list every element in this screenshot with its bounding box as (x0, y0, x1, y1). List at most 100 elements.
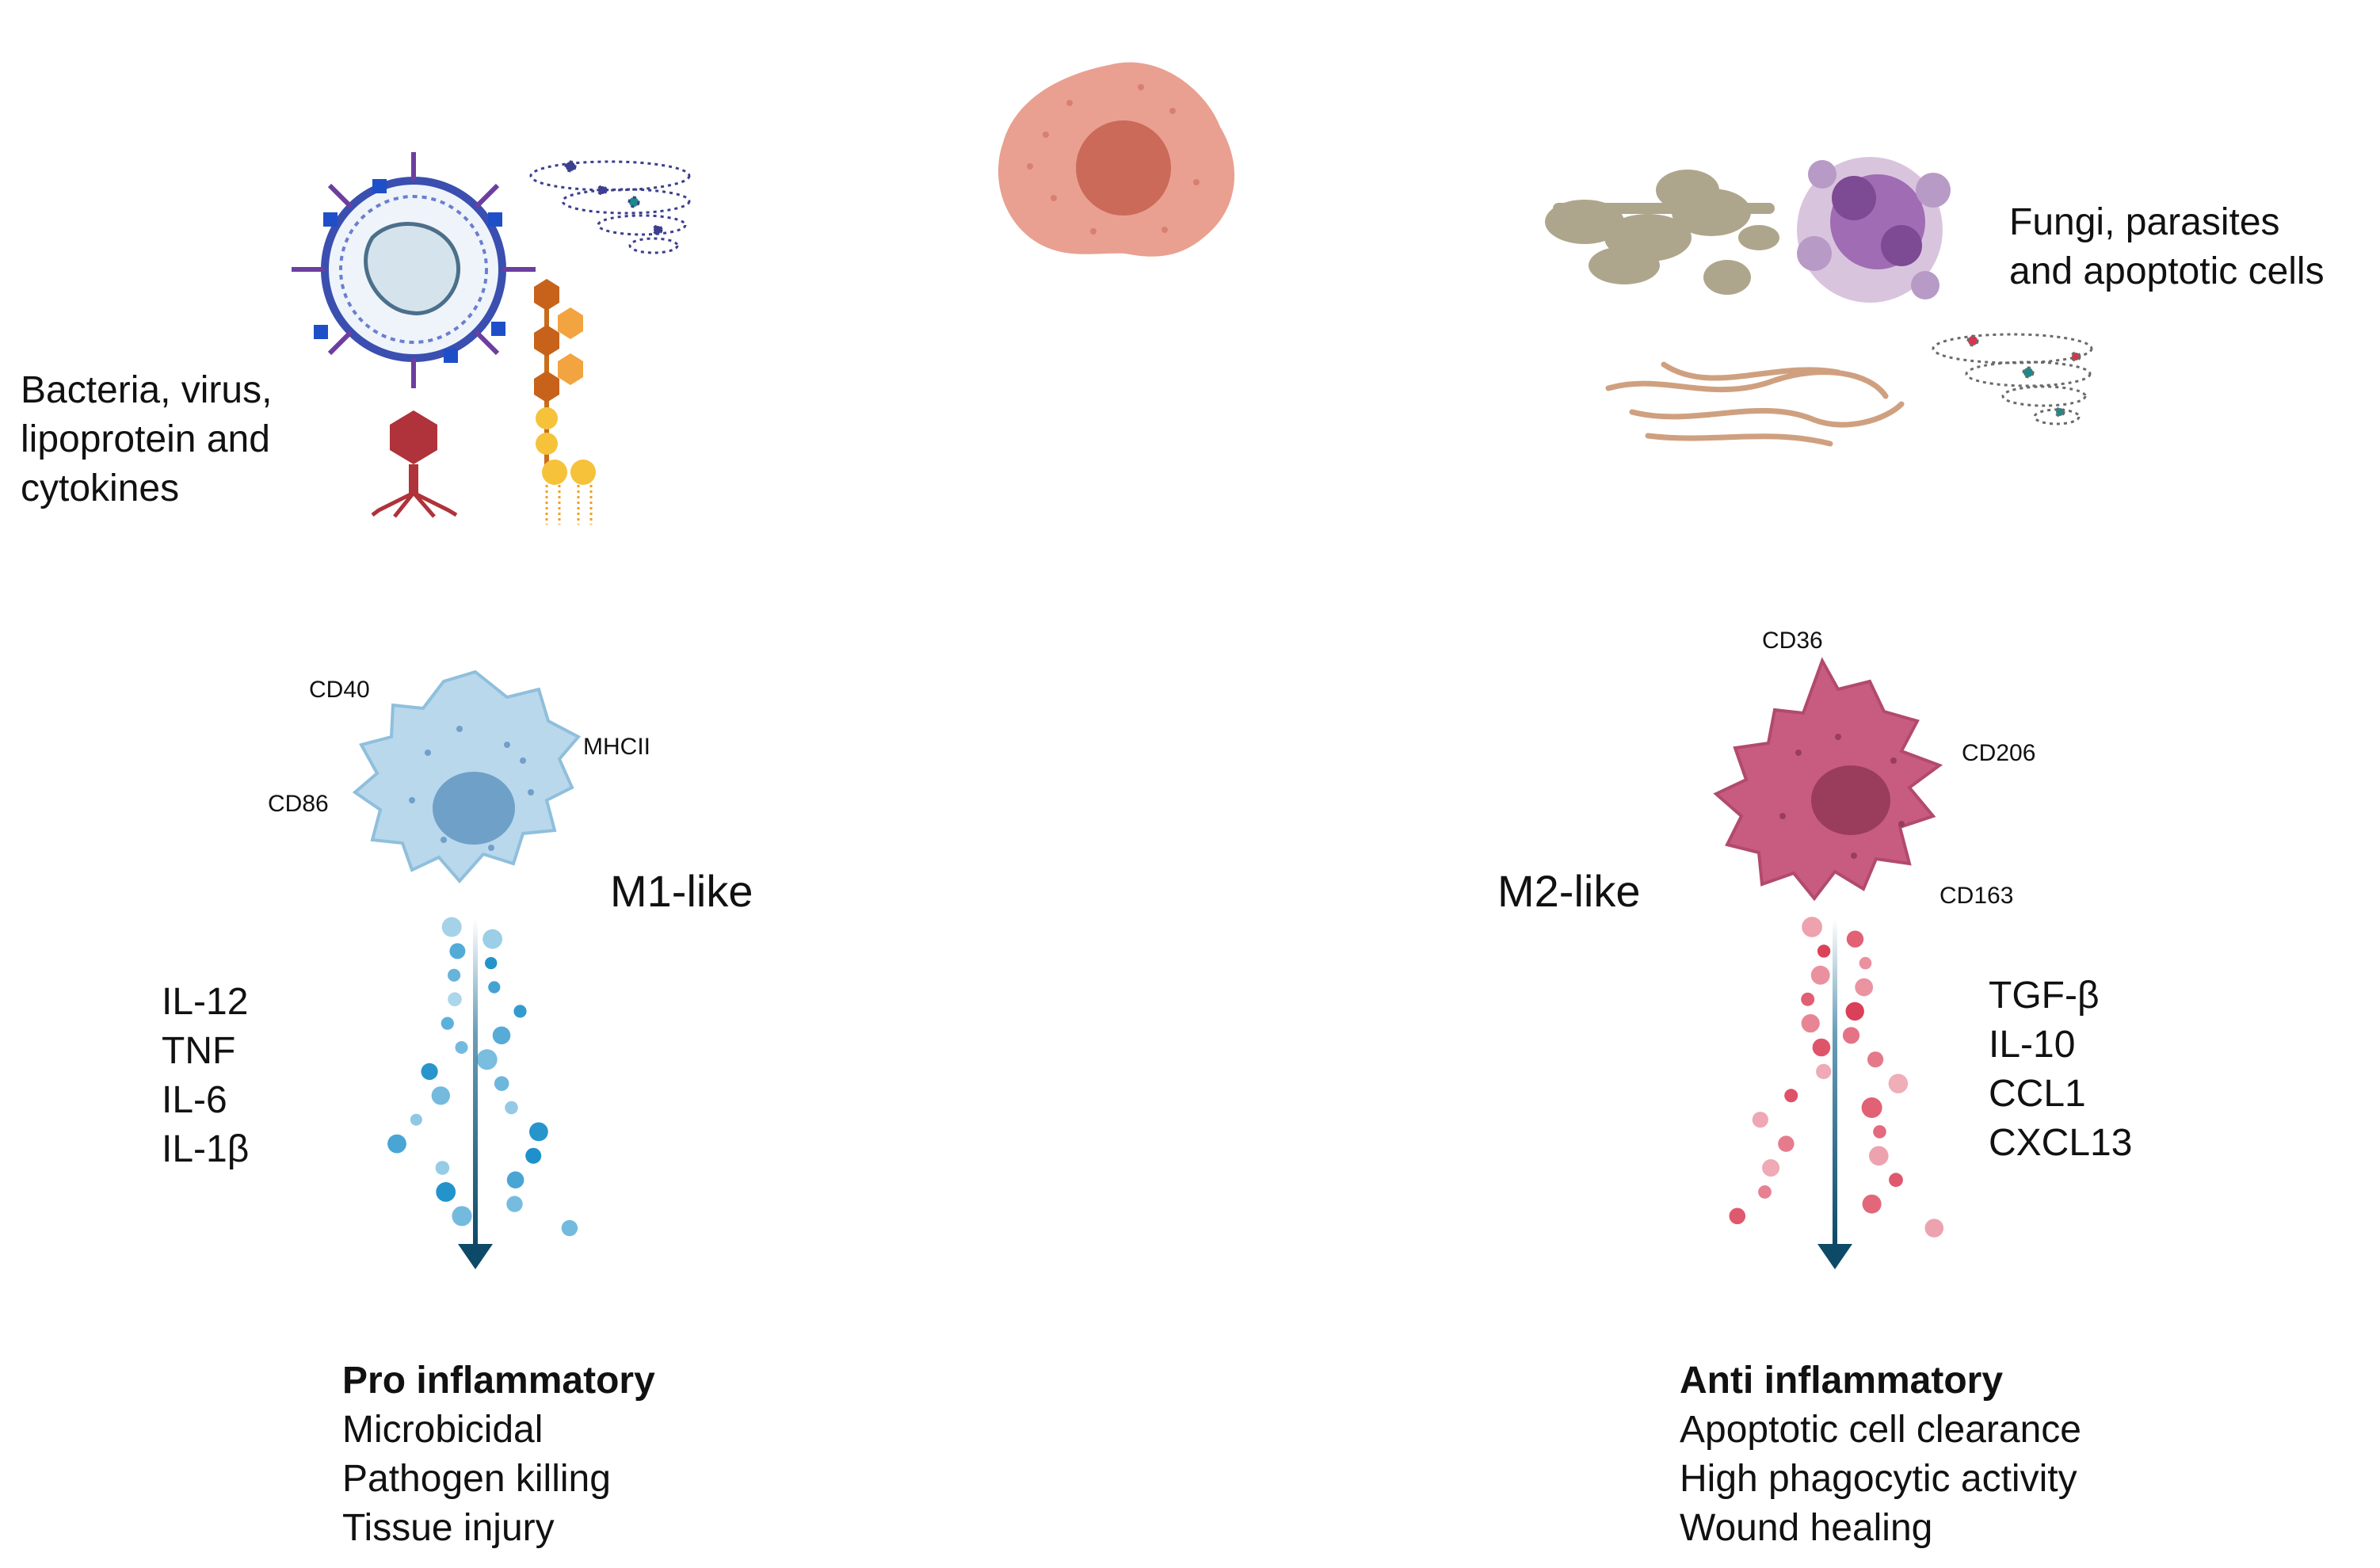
cytokine-droplet (1816, 1063, 1832, 1079)
m2-cytokine: IL-10 (1989, 1024, 2076, 1066)
cytokine-droplet (1924, 1219, 1944, 1238)
cytokine-droplet (1859, 956, 1872, 970)
marker-cd206: CD206 (1962, 740, 2036, 766)
fungi-icon (1545, 170, 1779, 295)
apoptotic-cell-icon (1797, 157, 1951, 303)
m2-stimuli-label: Fungi, parasites and apoptotic cells (2009, 198, 2325, 296)
m2-outcome-item: Wound healing (1680, 1507, 1933, 1549)
cytokine-droplet (1762, 1159, 1780, 1177)
cytokine-droplet (436, 1182, 456, 1202)
cytokine-droplet (1801, 1014, 1820, 1033)
m1-cytokine: IL-12 (162, 981, 249, 1023)
m1-cytokine-list: IL-12 TNF IL-6 IL-1β (162, 978, 249, 1174)
m1-outcome: Pro inflammatory Microbicidal Pathogen k… (342, 1356, 655, 1553)
virus-icon (292, 152, 536, 388)
m2-outcome-item: High phagocytic activity (1680, 1458, 2077, 1500)
cytokine-droplet (1802, 917, 1823, 937)
m2-secretion-arrow (1817, 919, 1852, 1269)
m1-cytokine: IL-1β (162, 1128, 250, 1170)
cytokine-droplet (513, 1005, 527, 1018)
m1-stimuli-line: cytokines (21, 467, 180, 509)
cytokine-droplet (1752, 1112, 1768, 1128)
m1-outcome-item: Pathogen killing (342, 1458, 611, 1500)
cytokine-droplet (448, 992, 462, 1006)
cytokine-droplet (1845, 1001, 1864, 1021)
m2-cytokine-list: TGF-β IL-10 CCL1 CXCL13 (1989, 971, 2132, 1168)
cytokine-droplet (1855, 978, 1874, 997)
m2-outcome: Anti inflammatory Apoptotic cell clearan… (1680, 1356, 2081, 1553)
m1-cytokine: IL-6 (162, 1079, 227, 1121)
cytokine-droplet (1889, 1173, 1903, 1188)
spiral-cytokine-icon-right (1932, 333, 2093, 425)
cytokine-droplet (1873, 1125, 1886, 1139)
lipoprotein-chain-icon (534, 279, 596, 525)
cytokine-droplet (1861, 1097, 1882, 1118)
m2-stimuli-line: Fungi, parasites (2009, 201, 2280, 243)
cytokine-droplet (506, 1196, 523, 1212)
m2-cytokine: TGF-β (1989, 975, 2100, 1017)
resting-macrophage-icon (997, 62, 1235, 257)
m2-outcome-title: Anti inflammatory (1680, 1360, 2004, 1402)
cytokine-droplet (1729, 1207, 1746, 1225)
marker-cd86: CD86 (268, 791, 329, 817)
cytokine-droplet (488, 981, 501, 994)
m2-cytokine: CXCL13 (1989, 1122, 2133, 1164)
m2-stimuli-line: and apoptotic cells (2009, 250, 2325, 292)
marker-cd163: CD163 (1939, 883, 2014, 909)
cytokine-droplet (1758, 1185, 1772, 1199)
cytokine-droplet (441, 917, 462, 937)
m1-stimuli-label: Bacteria, virus, lipoprotein and cytokin… (21, 366, 272, 513)
cytokine-droplet (1862, 1194, 1882, 1214)
cytokine-droplet (1784, 1089, 1798, 1103)
m2-cytokine-droplets (1729, 917, 1944, 1238)
cytokine-droplet (448, 968, 461, 982)
cytokine-droplet (452, 1206, 472, 1227)
cytokine-droplet (561, 1219, 578, 1237)
m1-stimuli-line: Bacteria, virus, (21, 369, 273, 411)
m1-outcome-title: Pro inflammatory (342, 1360, 655, 1402)
spiral-cytokine-icon (529, 160, 691, 254)
cytokine-droplet (441, 1017, 454, 1030)
cytokine-droplet (421, 1063, 438, 1080)
cytokine-droplet (482, 929, 502, 949)
cytokine-droplet (435, 1161, 450, 1175)
m1-secretion-arrow (458, 919, 493, 1269)
cytokine-droplet (505, 1101, 518, 1115)
m2-type-label: M2-like (1497, 866, 1641, 916)
m1-outcome-item: Tissue injury (342, 1507, 555, 1549)
cytokine-droplet (1812, 1038, 1831, 1057)
m1-cytokine: TNF (162, 1030, 236, 1072)
cytokine-droplet (485, 956, 498, 970)
cytokine-droplet (1888, 1074, 1909, 1093)
cytokine-droplet (476, 1049, 498, 1070)
m2-outcome-item: Apoptotic cell clearance (1680, 1409, 2081, 1451)
cytokine-droplet (1801, 992, 1815, 1006)
marker-cd36: CD36 (1762, 628, 1823, 654)
cytokine-droplet (506, 1171, 524, 1188)
cytokine-droplet (387, 1134, 406, 1154)
cytokine-droplet (1867, 1051, 1884, 1068)
cytokine-droplet (1778, 1135, 1795, 1152)
m2-macrophage-icon (1713, 657, 1943, 902)
m1-outcome-item: Microbicidal (342, 1409, 544, 1451)
cytokine-droplet (525, 1147, 542, 1164)
m1-type-label: M1-like (610, 866, 753, 916)
cytokine-droplet (1817, 944, 1831, 958)
cytokine-droplet (1869, 1146, 1889, 1166)
cytokine-droplet (431, 1086, 450, 1105)
m1-cytokine-droplets (387, 917, 578, 1237)
cytokine-droplet (492, 1026, 511, 1045)
m2-cytokine: CCL1 (1989, 1073, 2086, 1115)
bacteriophage-icon (371, 410, 458, 518)
cytokine-droplet (455, 1041, 468, 1054)
m1-stimuli-line: lipoprotein and (21, 418, 270, 460)
cytokine-droplet (449, 943, 466, 959)
marker-mhcii: MHCII (583, 734, 650, 760)
cytokine-droplet (1810, 965, 1830, 985)
cytokine-droplet (494, 1076, 509, 1091)
marker-cd40: CD40 (309, 677, 370, 703)
cytokine-droplet (410, 1113, 422, 1126)
m1-macrophage-icon (352, 670, 582, 884)
cytokine-droplet (529, 1122, 548, 1142)
